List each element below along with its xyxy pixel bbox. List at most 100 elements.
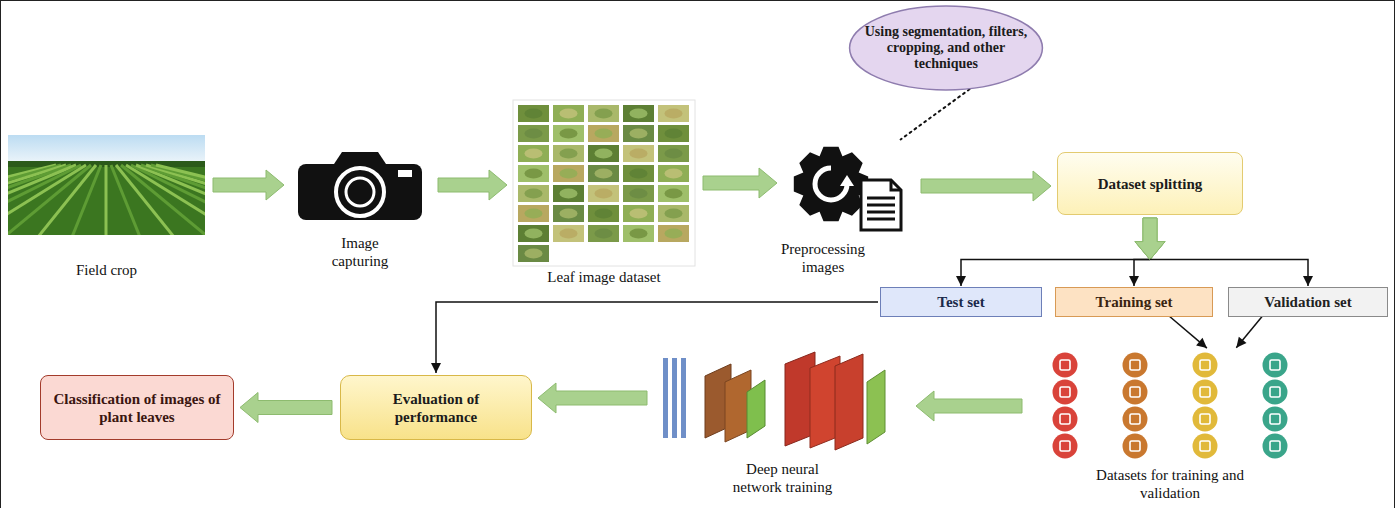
connector bbox=[438, 170, 507, 200]
caption-text: Field crop bbox=[47, 261, 167, 279]
leaf-thumbnail bbox=[658, 225, 689, 242]
arrow-head bbox=[1303, 276, 1313, 286]
connector bbox=[1135, 218, 1313, 286]
leaf-shape bbox=[525, 149, 543, 159]
flow-arrow bbox=[1135, 218, 1165, 260]
flow-arrow bbox=[1135, 218, 1165, 260]
result-box: Classification of images of plant leaves bbox=[40, 375, 234, 440]
leaf-shape bbox=[595, 129, 613, 139]
crop-row bbox=[156, 165, 205, 235]
leaf-thumbnail bbox=[553, 105, 584, 122]
connector-line bbox=[1169, 316, 1207, 348]
leaf-shape bbox=[665, 189, 683, 199]
flow-arrow bbox=[538, 383, 647, 413]
dataset-icon bbox=[1263, 434, 1288, 459]
leaf-shape bbox=[525, 209, 543, 219]
dataset-icon bbox=[1193, 407, 1218, 432]
leaf-shape bbox=[595, 189, 613, 199]
leaf-shape bbox=[665, 169, 683, 179]
dataset-glyph bbox=[1060, 360, 1070, 370]
dataset-glyph bbox=[1060, 441, 1070, 451]
connector bbox=[538, 383, 647, 413]
connector bbox=[1129, 218, 1165, 286]
leaf-shape bbox=[525, 229, 543, 239]
box-label: Validation set bbox=[1264, 293, 1351, 311]
leaf-thumbnail bbox=[588, 145, 619, 162]
leaf-shape bbox=[630, 169, 648, 179]
dataset-glyph bbox=[1270, 414, 1280, 424]
dataset-icon bbox=[1053, 434, 1078, 459]
dataset-glyph bbox=[1130, 441, 1140, 451]
field-photo bbox=[8, 135, 205, 235]
callout-ellipse: Using segmentation, filters, cropping, a… bbox=[848, 5, 1044, 91]
connector bbox=[1169, 316, 1207, 348]
dataset-icon bbox=[1053, 407, 1078, 432]
dataset-glyph bbox=[1270, 441, 1280, 451]
caption-text: Image capturing bbox=[315, 234, 405, 270]
dataset-icon bbox=[1263, 407, 1288, 432]
dataset-icon bbox=[1123, 380, 1148, 405]
dataset-glyph bbox=[1270, 360, 1280, 370]
leaf-shape bbox=[525, 189, 543, 199]
leaf-thumbnail bbox=[658, 205, 689, 222]
camera-body bbox=[298, 164, 422, 220]
leaf-thumbnail bbox=[518, 225, 549, 242]
flow-arrow bbox=[1135, 218, 1165, 260]
network-layers bbox=[663, 352, 885, 450]
network-node: Deep neural network training bbox=[655, 342, 910, 454]
preprocessing-icon bbox=[794, 147, 901, 230]
leaf-thumbnail bbox=[518, 245, 549, 262]
leaf-shape bbox=[595, 169, 613, 179]
leaf-shape bbox=[560, 209, 578, 219]
connector-line bbox=[1150, 260, 1308, 286]
leaf-shape bbox=[630, 229, 648, 239]
connector-line bbox=[961, 260, 1150, 286]
leaf-shape bbox=[630, 109, 648, 119]
input-bar bbox=[681, 358, 686, 438]
dataset-glyph bbox=[1060, 387, 1070, 397]
connector bbox=[431, 302, 878, 373]
leaf-thumbnail bbox=[518, 185, 549, 202]
leaf-thumbnail bbox=[588, 125, 619, 142]
arrow-head bbox=[1196, 338, 1207, 348]
dataset-glyph bbox=[1200, 360, 1210, 370]
leaf-shape bbox=[595, 229, 613, 239]
split-box: Validation set bbox=[1228, 287, 1388, 317]
connector-line bbox=[1236, 316, 1263, 348]
leaf-shape bbox=[665, 149, 683, 159]
box-label: Classification of images of plant leaves bbox=[51, 390, 223, 426]
preprocess-node: Preprocessing images bbox=[783, 140, 913, 232]
camera-node: Image capturing bbox=[290, 148, 430, 222]
leaf-shape bbox=[665, 209, 683, 219]
camera-icon bbox=[298, 152, 422, 220]
input-bar bbox=[672, 358, 677, 438]
caption-text: Deep neural network training bbox=[725, 460, 840, 496]
leaf-thumbnail bbox=[518, 125, 549, 142]
leaf-thumbnail bbox=[623, 225, 654, 242]
leaf-shape bbox=[525, 109, 543, 119]
leaf-thumbnail bbox=[553, 125, 584, 142]
document-fold bbox=[891, 180, 901, 190]
leaf-thumbnail bbox=[623, 125, 654, 142]
connector-line bbox=[1134, 260, 1150, 286]
document bbox=[861, 180, 901, 230]
connector bbox=[703, 168, 777, 198]
camera-lens bbox=[336, 168, 384, 216]
process-box: Dataset splitting bbox=[1057, 152, 1243, 215]
layer-slab bbox=[747, 380, 765, 438]
leaf-thumbnail bbox=[623, 205, 654, 222]
connector-line bbox=[436, 302, 878, 373]
box-label: Training set bbox=[1096, 293, 1173, 311]
leaf-thumbnail bbox=[553, 185, 584, 202]
photo-node: Field crop bbox=[8, 135, 205, 235]
leaf-thumbnail bbox=[553, 145, 584, 162]
leaf-thumbnail bbox=[623, 165, 654, 182]
arrow-head bbox=[956, 276, 966, 286]
arrow-head bbox=[1236, 337, 1246, 348]
split-box: Test set bbox=[880, 287, 1042, 317]
flow-arrow bbox=[921, 171, 1051, 201]
leaf-thumbnail bbox=[623, 105, 654, 122]
dataset-glyph bbox=[1130, 360, 1140, 370]
leaf-shape bbox=[595, 149, 613, 159]
leaf-thumbnail bbox=[518, 165, 549, 182]
